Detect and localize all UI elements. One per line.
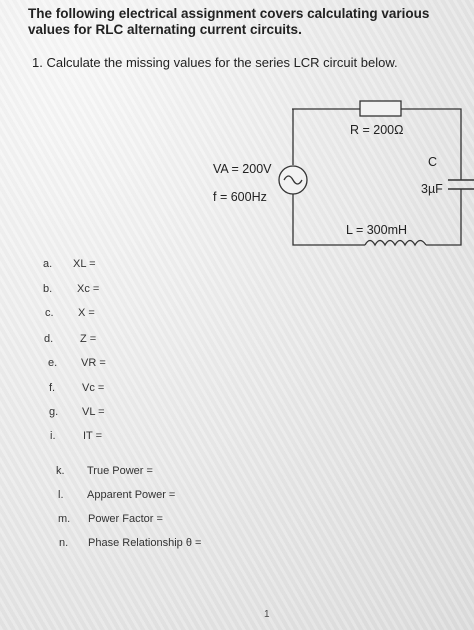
resistor-label: R = 200Ω xyxy=(350,123,403,137)
answer-item-letter: d. xyxy=(44,333,54,345)
answer-item-letter: l. xyxy=(58,489,64,501)
intro-text: The following electrical assignment cove… xyxy=(28,6,430,37)
answer-item-letter: i. xyxy=(50,430,56,442)
answer-item-letter: b. xyxy=(43,283,53,295)
source-frequency-label: f = 600Hz xyxy=(213,190,267,204)
lcr-circuit-diagram: R = 200Ω C 3µF VA = 200V f = 600Hz L = 3… xyxy=(213,100,474,247)
circuit-wire-bottom xyxy=(292,194,365,246)
circuit-wire-top xyxy=(292,108,462,165)
resistor-symbol xyxy=(359,100,402,117)
answer-item-letter: c. xyxy=(45,307,54,319)
source-voltage-label: VA = 200V xyxy=(213,162,272,176)
answer-item-expression: VL = xyxy=(82,406,105,418)
answer-item-expression: X = xyxy=(78,307,95,319)
inductor-label: L = 300mH xyxy=(346,223,407,237)
answer-item-expression: XL = xyxy=(73,258,96,270)
question-text: 1. Calculate the missing values for the … xyxy=(32,55,398,70)
answer-item-expression: True Power = xyxy=(87,465,153,477)
inductor-symbol xyxy=(364,239,427,247)
answer-item-letter: f. xyxy=(49,382,56,394)
ac-source-symbol xyxy=(278,165,308,195)
answer-item-letter: e. xyxy=(48,357,58,369)
answer-item-letter: m. xyxy=(58,513,71,525)
circuit-wire-right xyxy=(426,204,462,246)
capacitor-symbol xyxy=(448,165,474,204)
answer-item-expression: IT = xyxy=(83,430,103,442)
answer-item-expression: Power Factor = xyxy=(88,513,163,525)
capacitor-value-label: 3µF xyxy=(421,182,443,196)
answer-item-expression: Apparent Power = xyxy=(87,489,176,501)
answer-item-letter: a. xyxy=(43,258,53,270)
answer-item-letter: k. xyxy=(56,465,65,477)
answer-item-letter: n. xyxy=(59,537,69,549)
answer-item-expression: Phase Relationship θ = xyxy=(88,537,202,549)
answer-item-expression: VR = xyxy=(81,357,106,369)
capacitor-name-label: C xyxy=(428,155,437,169)
answer-item-expression: Vc = xyxy=(82,382,105,394)
answer-item-letter: g. xyxy=(49,406,59,418)
answer-item-expression: Xc = xyxy=(77,283,100,295)
page-number: 1 xyxy=(264,609,270,620)
answer-item-expression: Z = xyxy=(80,333,97,345)
